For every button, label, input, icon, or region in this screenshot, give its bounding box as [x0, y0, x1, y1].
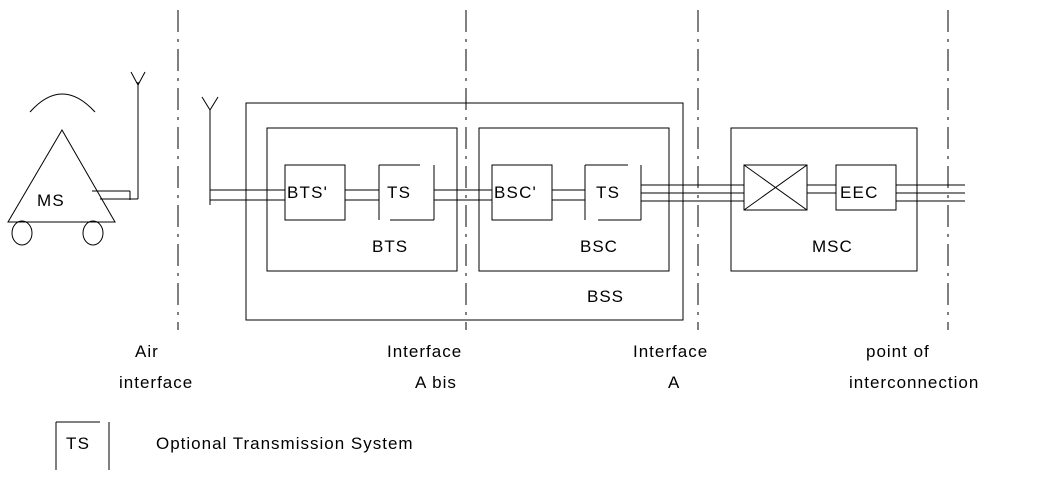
bsc-label: BSC	[580, 237, 618, 256]
ms-wheel-right	[82, 220, 104, 246]
mobile-station: MS	[7, 71, 146, 246]
transmission-links	[210, 178, 965, 208]
eec-label: EEC	[840, 183, 879, 202]
bts-prime-label: BTS'	[287, 183, 328, 202]
bsc-prime-label: BSC'	[494, 183, 537, 202]
legend: TS Optional Transmission System	[55, 421, 414, 470]
ms-antenna-icon	[130, 71, 139, 86]
ms-triangle	[7, 129, 116, 223]
a-interface-label-2: A	[668, 373, 680, 392]
air-interface-label-1: Air	[135, 342, 159, 361]
interconnection-label-2: interconnection	[849, 373, 979, 392]
ms-wheel-left	[11, 220, 33, 246]
switch-icon	[743, 164, 808, 211]
bss-box	[245, 102, 684, 321]
ms-arc	[29, 93, 96, 113]
abis-interface-label-2: A bis	[415, 373, 457, 392]
bts-ts-block	[378, 164, 435, 221]
bts-label: BTS	[372, 237, 408, 256]
bss-label: BSS	[587, 287, 624, 306]
msc-label: MSC	[812, 237, 853, 256]
bts-antenna-icon	[201, 96, 219, 205]
a-interface-label-1: Interface	[633, 342, 708, 361]
air-interface-label-2: interface	[119, 373, 193, 392]
abis-interface-label-1: Interface	[387, 342, 462, 361]
ms-label: MS	[37, 191, 65, 210]
bts-ts-label: TS	[387, 183, 411, 202]
bsc-prime-block	[491, 164, 553, 221]
eec-block	[835, 164, 897, 211]
bsc-ts-label: TS	[596, 183, 620, 202]
legend-text: Optional Transmission System	[156, 434, 414, 453]
legend-ts-label: TS	[66, 434, 90, 453]
bts-prime-block	[284, 164, 346, 221]
interconnection-label-1: point of	[866, 342, 930, 361]
